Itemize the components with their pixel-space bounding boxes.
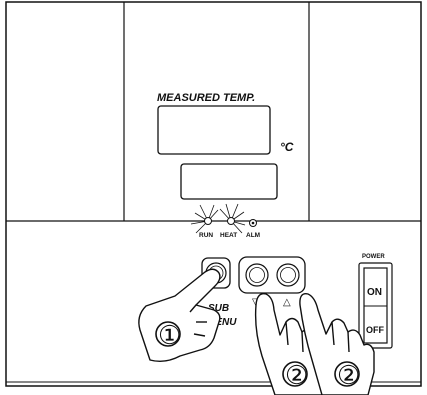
indicator-run: RUN (190, 204, 219, 239)
indicator-alarm-label: ALM (246, 232, 260, 239)
step-2-number-up: ② (337, 360, 360, 390)
power-title: POWER (362, 254, 385, 260)
power-switch[interactable] (363, 267, 388, 344)
temperature-display-window (157, 105, 271, 155)
step-1-number: ① (158, 320, 181, 350)
power-off-label: OFF (366, 325, 384, 335)
power-on-label: ON (367, 287, 382, 298)
secondary-display-window (180, 163, 278, 200)
indicator-alarm: ALM (246, 219, 260, 239)
display-title: MEASURED TEMP. (157, 92, 255, 104)
down-key[interactable] (245, 263, 269, 287)
sub-menu-label-line1: SUB (208, 303, 229, 314)
indicator-heat-label: HEAT (220, 232, 237, 239)
step-2-badge-down (282, 361, 308, 387)
temperature-unit: °C (280, 140, 294, 154)
sub-menu-label-line2: MENU (207, 317, 237, 328)
step-1-badge (155, 321, 181, 347)
heat-lamp-icon (227, 217, 235, 225)
indicator-run-label: RUN (199, 232, 213, 239)
step-2-number-down: ② (285, 360, 308, 390)
up-key[interactable] (276, 263, 300, 287)
indicator-heat: HEAT (219, 203, 246, 239)
run-lamp-icon (204, 217, 212, 225)
up-arrow-icon: △ (283, 297, 291, 308)
step-2-badge-up (334, 361, 360, 387)
